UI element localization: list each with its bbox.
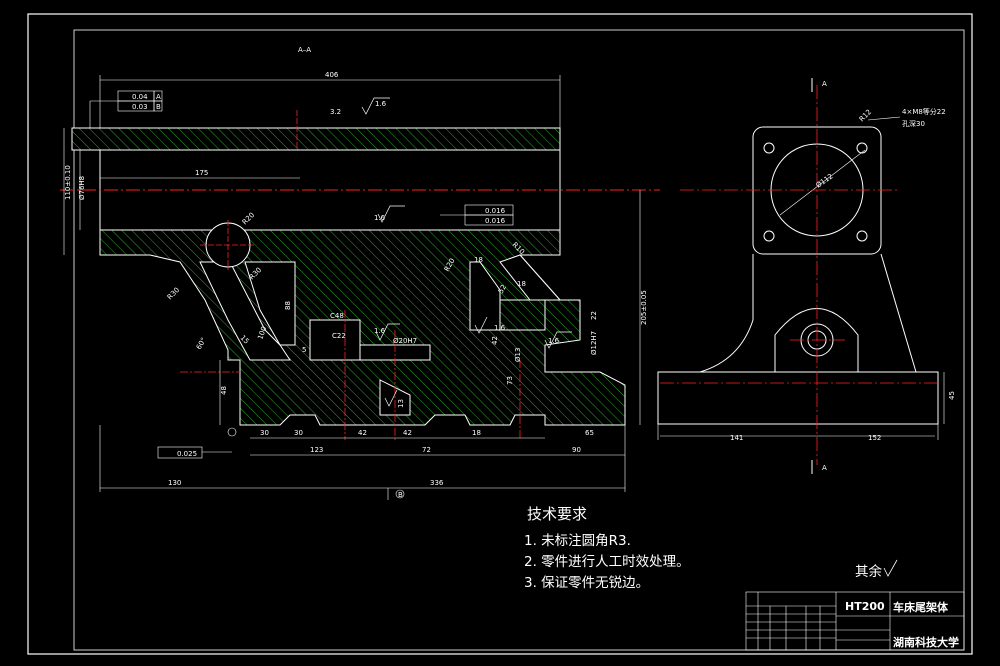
dim-22: C22	[332, 332, 346, 340]
datum-a-marker	[227, 427, 237, 437]
dim-60: 60°	[195, 336, 208, 351]
dim-15: 15	[239, 334, 251, 346]
roughness-5: 1.6	[494, 324, 506, 332]
dim-b42b: 42	[403, 429, 412, 437]
tech-item-2: 2. 零件进行人工时效处理。	[524, 554, 690, 570]
view-label-bottom: A	[822, 464, 827, 472]
dim-205: 205±0.05	[640, 290, 648, 325]
roughness-6: 3.2	[330, 108, 341, 116]
dim-5: 5	[302, 346, 306, 354]
surface-note-symbol-icon	[883, 559, 898, 577]
dim-12: Ø12H7	[590, 331, 598, 355]
dim-r30: R30	[166, 286, 181, 301]
dim-18b: 18	[517, 280, 526, 288]
dim-22v: 22	[590, 311, 598, 320]
roughness-3: 1.6	[374, 327, 386, 335]
tech-title: 技术要求	[527, 505, 587, 523]
dim-175: 175	[195, 169, 208, 177]
dim-18: 18	[474, 256, 483, 264]
side-view	[657, 126, 945, 440]
dim-52: 52	[497, 283, 508, 295]
dim-88: 88	[284, 301, 292, 310]
dim-overall-length: 406	[325, 71, 339, 79]
side-dim-r12: R12	[858, 108, 873, 123]
tol-par-ref: A	[156, 93, 161, 101]
tech-item-1: 1. 未标注圆角R3.	[524, 533, 631, 549]
dim-c90: 90	[572, 446, 581, 454]
dim-20: Ø20H7	[393, 337, 417, 345]
tol-perp-value: 0.03	[132, 103, 148, 111]
side-bolt-holes: 4×M8等分22	[902, 107, 946, 116]
dim-c123: 123	[310, 446, 323, 454]
inner-frame	[73, 29, 965, 651]
main-section-view	[60, 110, 660, 440]
tol-perp-ref: B	[156, 103, 161, 111]
dim-42v: 42	[491, 336, 499, 345]
dim-13b: 13	[397, 399, 405, 408]
roughness-4: 1.6	[548, 337, 560, 345]
datum-label: B	[398, 491, 403, 499]
outer-frame	[27, 13, 973, 655]
tb-material: HT200	[845, 600, 885, 613]
side-bolt-depth: 孔深30	[902, 119, 925, 128]
tolerance-frames: 0.04 A 0.03 B 0.016 0.016 0.025	[89, 90, 514, 459]
main-dimension-lines	[63, 75, 641, 500]
tb-school: 湖南科技大学	[893, 635, 959, 649]
dim-c72: 72	[422, 446, 431, 454]
side-dim-152: 152	[868, 434, 881, 442]
tol-cyl1: 0.016	[485, 207, 506, 215]
dim-d130: 130	[168, 479, 181, 487]
dim-13: Ø13	[514, 348, 522, 362]
dim-73: 73	[506, 376, 514, 385]
dim-110: 110±0.10	[64, 165, 72, 200]
title-block	[745, 591, 965, 651]
datum-marker	[395, 489, 405, 499]
dim-b42a: 42	[358, 429, 367, 437]
tol-par-value: 0.04	[132, 93, 148, 101]
dim-b18: 18	[472, 429, 481, 437]
section-label: A–A	[298, 46, 311, 54]
dim-d336: 336	[430, 479, 444, 487]
dim-48b: 48	[220, 386, 228, 395]
side-dim-141: 141	[730, 434, 743, 442]
dim-48: C48	[330, 312, 344, 320]
dim-b65: 65	[585, 429, 594, 437]
surface-note: 其余	[855, 563, 883, 580]
roughness-2: 1.6	[374, 214, 386, 222]
tech-item-3: 3. 保证零件无锐边。	[524, 575, 649, 591]
tol-cyl2: 0.016	[485, 217, 506, 225]
view-label-top: A	[822, 80, 827, 88]
side-dim-112: Ø112	[815, 172, 835, 189]
tol-flat: 0.025	[177, 450, 197, 458]
roughness-marks	[361, 97, 572, 407]
side-centerlines	[660, 85, 938, 465]
tb-part-name: 车床尾架体	[893, 600, 949, 614]
dim-76: Ø76H8	[78, 176, 86, 200]
dim-b30a: 30	[260, 429, 269, 437]
dim-b30b: 30	[294, 429, 303, 437]
side-dim-45: 45	[948, 391, 956, 400]
roughness-1: 1.6	[375, 100, 387, 108]
